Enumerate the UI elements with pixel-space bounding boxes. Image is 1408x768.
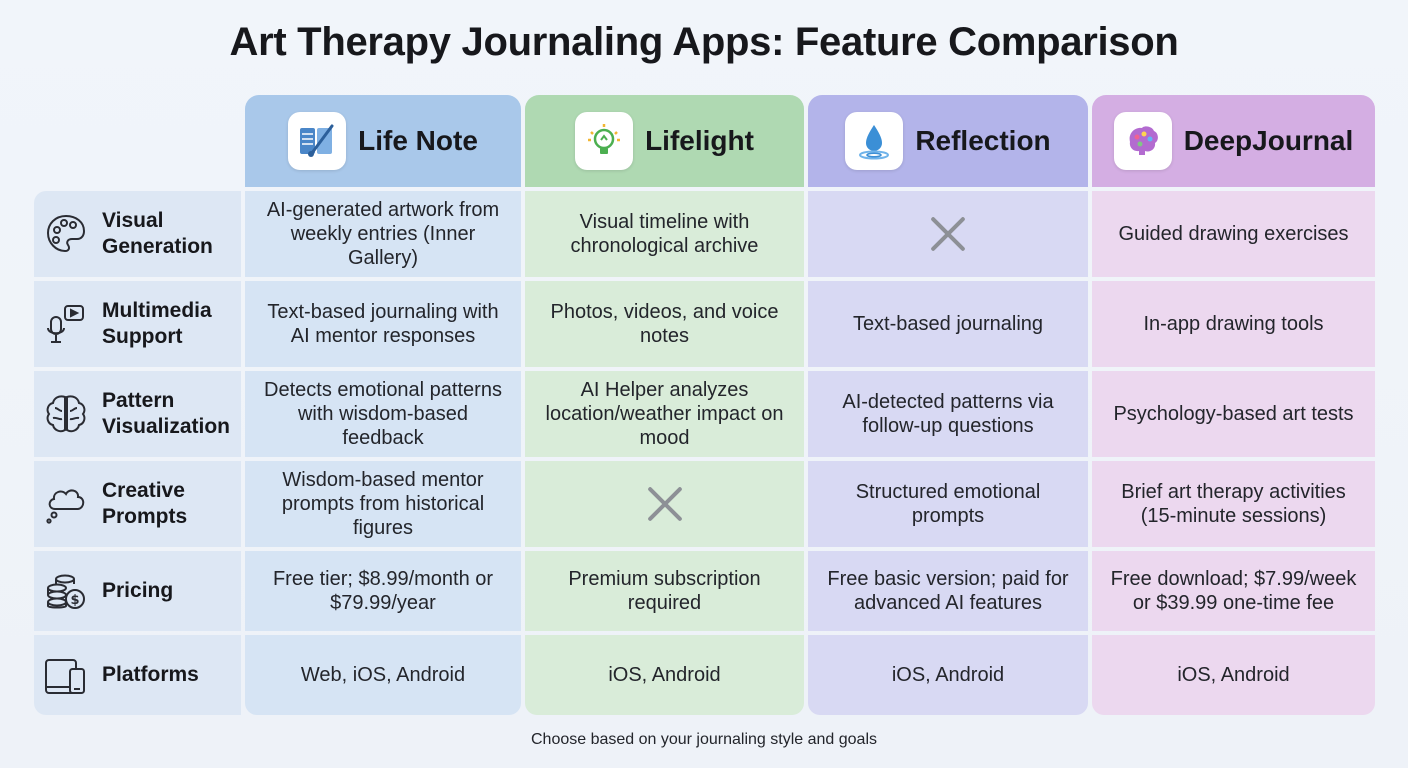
feature-cell: iOS, Android: [1092, 635, 1375, 715]
feature-cell: iOS, Android: [808, 635, 1088, 715]
feature-cell: Structured emotional prompts: [808, 461, 1088, 547]
feature-cell-not-available: [808, 191, 1088, 277]
feature-cell: Premium subscription required: [525, 551, 804, 631]
feature-label-platforms: Platforms: [34, 635, 241, 715]
devices-icon: [42, 651, 90, 699]
feature-label-creative-prompts: Creative Prompts: [34, 461, 241, 547]
water-drop-icon: [845, 112, 904, 170]
feature-label-pattern-visualization: Pattern Visualization: [34, 371, 241, 457]
feature-label-visual-generation: Visual Generation: [34, 191, 241, 277]
feature-label-text: Platforms: [102, 663, 199, 686]
app-name: Life Note: [358, 125, 478, 156]
feature-cell: Web, iOS, Android: [245, 635, 521, 715]
coins-icon: $: [42, 567, 90, 615]
table-corner: [34, 95, 241, 187]
feature-cell: Psychology-based art tests: [1092, 371, 1375, 457]
x-mark-icon: [646, 485, 684, 523]
feature-cell-not-available: [525, 461, 804, 547]
lightbulb-icon: [575, 112, 634, 170]
feature-cell: Free download; $7.99/week or $39.99 one-…: [1092, 551, 1375, 631]
brain-icon: [42, 390, 90, 438]
app-header-reflection: Reflection: [808, 95, 1088, 187]
feature-cell: iOS, Android: [525, 635, 804, 715]
feature-cell: Wisdom-based mentor prompts from histori…: [245, 461, 521, 547]
x-mark-icon: [929, 215, 967, 253]
feature-label-text: Multimedia Support: [102, 299, 212, 348]
feature-label-text: Creative Prompts: [102, 479, 188, 528]
app-name: Lifelight: [645, 125, 754, 156]
feature-cell: Brief art therapy activities (15-minute …: [1092, 461, 1375, 547]
page-title: Art Therapy Journaling Apps: Feature Com…: [229, 20, 1179, 64]
feature-cell: Free tier; $8.99/month or $79.99/year: [245, 551, 521, 631]
feature-cell: Text-based journaling: [808, 281, 1088, 367]
app-name: DeepJournal: [1183, 125, 1354, 156]
book-paintbrush-icon: [288, 112, 347, 170]
feature-cell: Text-based journaling with AI mentor res…: [245, 281, 521, 367]
feature-cell: Visual timeline with chronological archi…: [525, 191, 804, 277]
brain-palette-icon: [1113, 112, 1172, 170]
footer-note: Choose based on your journaling style an…: [530, 731, 877, 748]
feature-cell: AI Helper analyzes location/weather impa…: [525, 371, 804, 457]
feature-cell: AI-detected patterns via follow-up quest…: [808, 371, 1088, 457]
feature-cell: Free basic version; paid for advanced AI…: [808, 551, 1088, 631]
feature-cell: In-app drawing tools: [1092, 281, 1375, 367]
feature-label-text: Visual Generation: [102, 209, 213, 258]
comparison-table: Life Note Lifelight Reflection: [34, 95, 1375, 715]
palette-icon: [42, 210, 90, 258]
app-name: Reflection: [915, 125, 1051, 156]
svg-text:$: $: [70, 593, 79, 608]
feature-cell: Detects emotional patterns with wisdom-b…: [245, 371, 521, 457]
feature-label-pricing: $ Pricing: [34, 551, 241, 631]
feature-cell: AI-generated artwork from weekly entries…: [245, 191, 521, 277]
feature-cell: Photos, videos, and voice notes: [525, 281, 804, 367]
app-header-lifelight: Lifelight: [525, 95, 804, 187]
microphone-video-icon: [42, 300, 90, 348]
thought-cloud-icon: [42, 480, 90, 528]
feature-label-text: Pattern Visualization: [102, 389, 230, 438]
feature-label-multimedia-support: Multimedia Support: [34, 281, 241, 367]
feature-cell: Guided drawing exercises: [1092, 191, 1375, 277]
app-header-life-note: Life Note: [245, 95, 521, 187]
app-header-deepjournal: DeepJournal: [1092, 95, 1375, 187]
feature-label-text: Pricing: [102, 579, 174, 602]
